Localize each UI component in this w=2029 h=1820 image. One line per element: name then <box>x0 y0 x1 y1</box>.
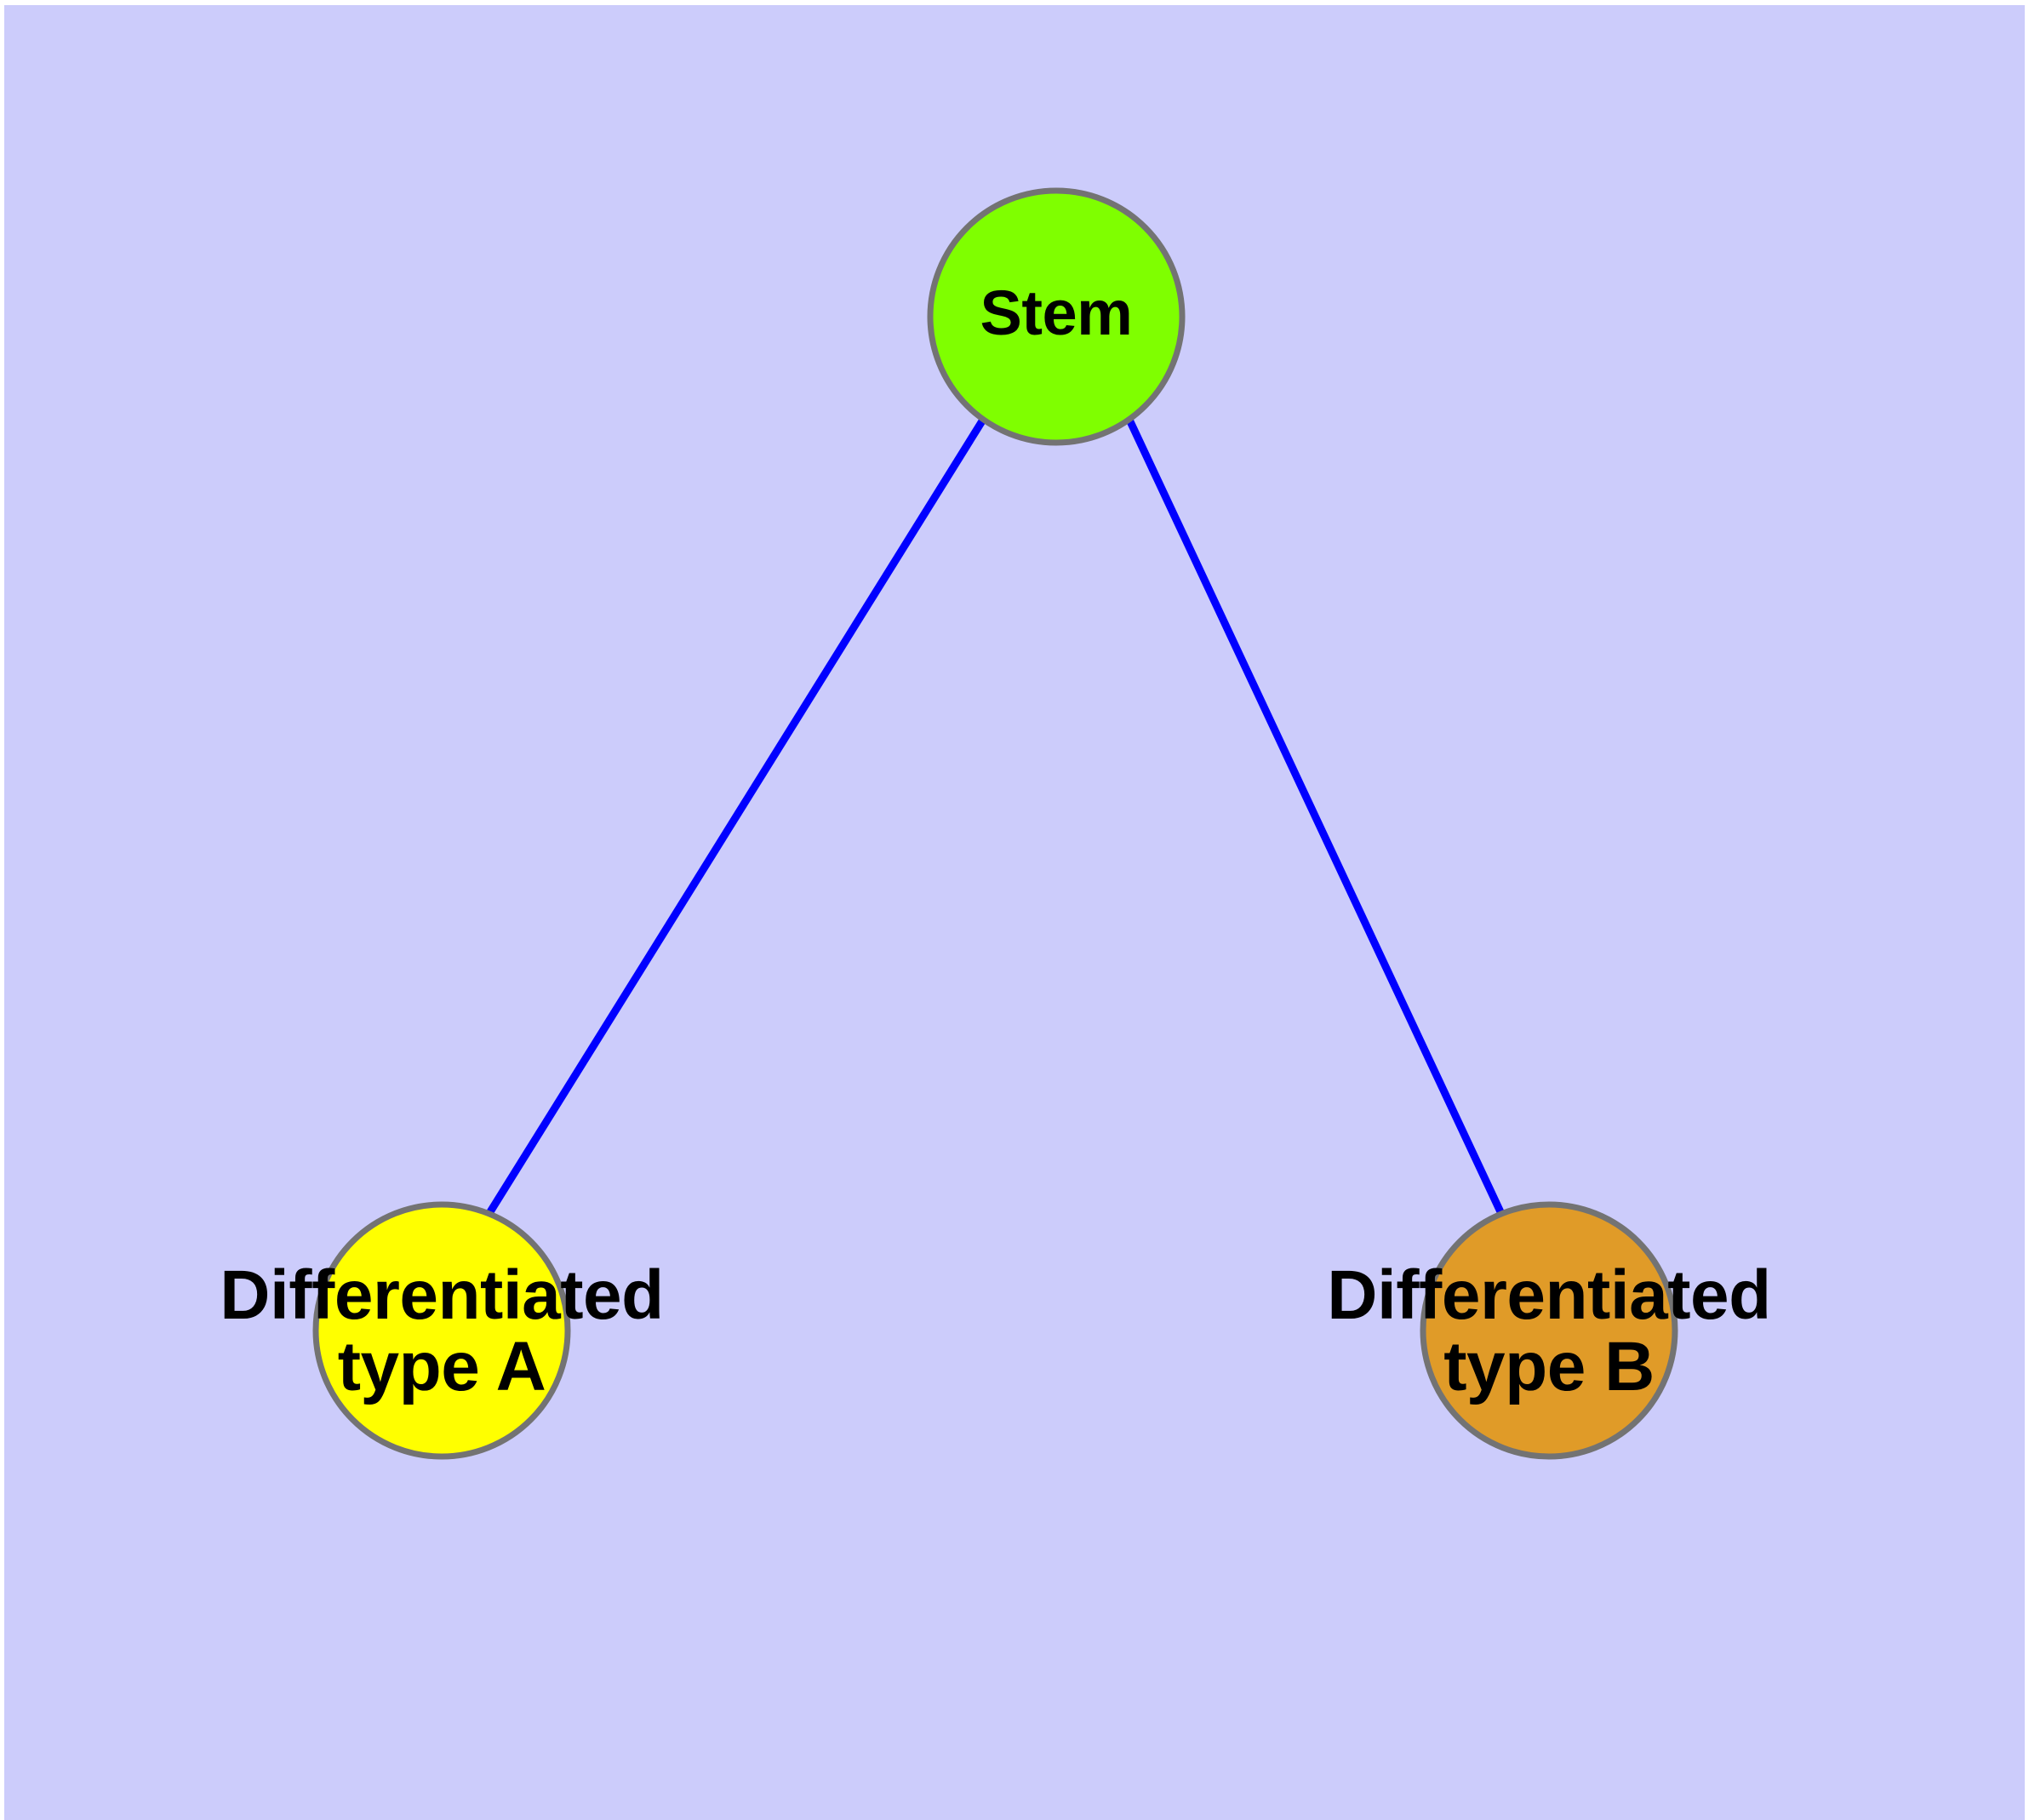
node-stem[interactable] <box>927 187 1186 446</box>
edge-group <box>483 417 1507 1220</box>
edge-stem-to-differentiated-type-a[interactable] <box>483 417 986 1220</box>
edge-stem-to-differentiated-type-b[interactable] <box>1125 418 1507 1219</box>
node-differentiated-type-a[interactable] <box>312 1201 571 1460</box>
node-differentiated-type-b[interactable] <box>1420 1201 1678 1460</box>
node-group <box>312 187 1678 1460</box>
